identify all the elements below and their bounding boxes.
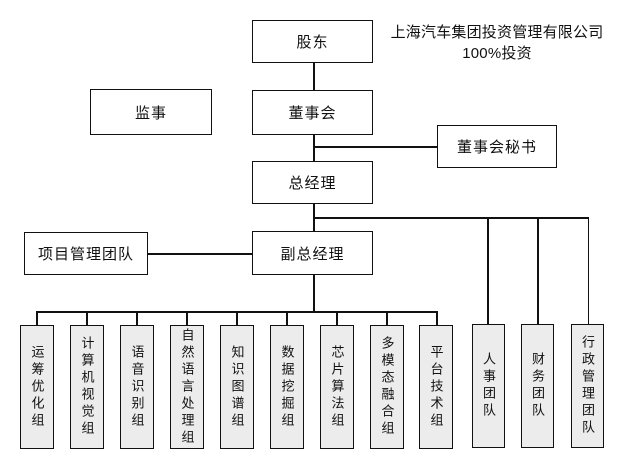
node-project-management-team: 项目管理团队 — [24, 232, 148, 275]
connector-line — [86, 311, 88, 325]
group-label: 芯片算法组 — [329, 344, 345, 430]
connector-line — [487, 217, 489, 324]
node-supervisor: 监事 — [90, 89, 212, 135]
group-box-data-mining: 数据挖掘组 — [270, 325, 304, 449]
node-general-manager: 总经理 — [252, 161, 373, 204]
connector-line — [313, 135, 315, 161]
node-board-secretary-label: 董事会秘书 — [456, 139, 537, 156]
team-box-finance: 财务团队 — [521, 324, 554, 448]
group-label: 语音识别组 — [129, 344, 145, 430]
connector-line — [36, 311, 38, 325]
group-box-chip-algorithm: 芯片算法组 — [320, 325, 354, 449]
investor-note-line1: 上海汽车集团投资管理有限公司 — [390, 24, 604, 41]
team-box-hr: 人事团队 — [472, 324, 505, 448]
connector-line — [587, 217, 589, 324]
node-board: 董事会 — [252, 90, 373, 135]
node-shareholders: 股东 — [252, 20, 373, 63]
team-label: 行政管理团队 — [580, 335, 595, 437]
connector-line — [286, 311, 288, 325]
group-label: 计算机视觉组 — [79, 336, 95, 438]
group-box-operations-research: 运筹优化组 — [20, 325, 54, 449]
node-shareholders-label: 股东 — [296, 34, 329, 51]
connector-line — [436, 311, 438, 325]
group-label: 数据挖掘组 — [279, 344, 295, 430]
connector-line — [236, 311, 238, 325]
node-deputy-general-manager: 副总经理 — [252, 231, 373, 275]
group-label: 平台技术组 — [428, 344, 444, 430]
node-project-management-team-label: 项目管理团队 — [37, 246, 134, 263]
connector-line — [336, 311, 338, 325]
team-label: 财务团队 — [530, 352, 545, 420]
connector-line — [313, 275, 315, 312]
investor-note-line2: 100%投资 — [462, 45, 532, 62]
connector-line — [313, 63, 315, 90]
node-board-label: 董事会 — [288, 105, 337, 122]
team-box-admin: 行政管理团队 — [571, 324, 604, 448]
connector-line — [313, 217, 589, 219]
group-box-computer-vision: 计算机视觉组 — [70, 325, 104, 449]
group-label: 知识图谱组 — [229, 344, 245, 430]
group-box-platform-tech: 平台技术组 — [419, 325, 453, 449]
connector-line — [313, 146, 437, 148]
connector-line — [136, 311, 138, 325]
node-deputy-general-manager-label: 副总经理 — [280, 245, 345, 263]
node-supervisor-label: 监事 — [134, 104, 167, 122]
team-label: 人事团队 — [481, 352, 496, 420]
connector-line — [386, 311, 388, 325]
node-board-secretary: 董事会秘书 — [437, 125, 557, 168]
node-general-manager-label: 总经理 — [288, 175, 337, 192]
group-label: 多模态融合组 — [379, 336, 395, 438]
group-box-multimodal-fusion: 多模态融合组 — [370, 325, 404, 449]
group-box-speech-recognition: 语音识别组 — [120, 325, 154, 449]
group-box-knowledge-graph: 知识图谱组 — [220, 325, 254, 449]
connector-line — [186, 311, 188, 325]
group-label: 运筹优化组 — [29, 344, 45, 430]
connector-line — [148, 253, 252, 255]
group-label: 自然语言处理组 — [179, 327, 195, 447]
investor-note: 上海汽车集团投资管理有限公司 100%投资 — [388, 22, 606, 64]
group-box-nlp: 自然语言处理组 — [170, 325, 204, 449]
connector-line — [537, 217, 539, 324]
